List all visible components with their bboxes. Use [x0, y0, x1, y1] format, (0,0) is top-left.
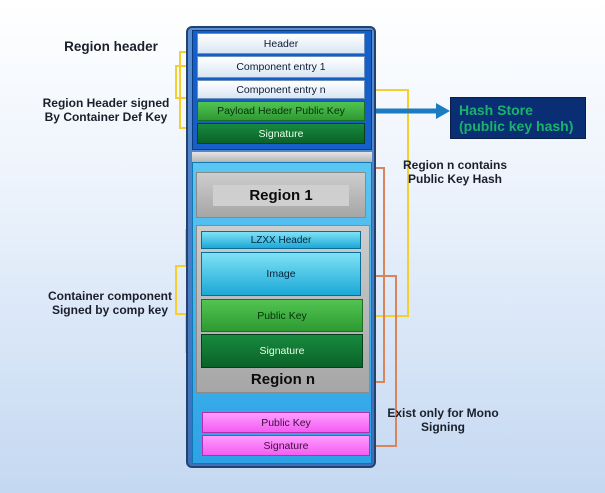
region-n-title: Region n	[250, 371, 316, 388]
mono-public-key-box: Public Key	[202, 412, 370, 433]
region-n-contains-line2: Public Key Hash	[407, 172, 503, 186]
exist-mono-line1: Exist only for Mono	[387, 406, 499, 420]
hash-store-subtitle: (public key hash)	[459, 118, 574, 134]
region-1-box: Region 1	[196, 172, 366, 218]
header-signature-box: Signature	[197, 123, 365, 144]
lzxx-header-box: LZXX Header	[201, 231, 361, 249]
region-n-signature-box: Signature	[201, 334, 363, 368]
region-header-label: Region header	[64, 39, 158, 54]
hash-store-arrowhead	[436, 103, 450, 119]
hash-store-title: Hash Store	[459, 102, 533, 118]
container-component-line2: Signed by comp key	[51, 303, 169, 317]
component-entry-1-box: Component entry 1	[197, 56, 365, 78]
region-n-public-key-box: Public Key	[201, 299, 363, 332]
region-header-signed-line2: By Container Def Key	[44, 110, 168, 124]
region-1-title: Region 1	[213, 184, 349, 206]
component-entry-n-box: Component entry n	[197, 80, 365, 99]
container-component-line1: Container component	[47, 289, 172, 303]
image-box: Image	[201, 252, 361, 296]
region-n-contains-line1: Region n contains	[402, 158, 507, 172]
region-separator	[192, 152, 372, 162]
region-header-signed-line1: Region Header signed	[42, 96, 170, 110]
exist-mono-line2: Signing	[421, 420, 465, 434]
bracket-mono-signing	[368, 275, 397, 447]
exist-mono-label: Exist only for Mono Signing	[378, 406, 508, 434]
region-n-contains-label: Region n contains Public Key Hash	[390, 158, 520, 186]
hash-store-box: Hash Store (public key hash)	[450, 97, 586, 139]
payload-header-public-key-box: Payload Header Public Key	[197, 101, 365, 121]
container-component-label: Container component Signed by comp key	[30, 289, 190, 317]
header-box: Header	[197, 33, 365, 54]
mono-signature-box: Signature	[202, 435, 370, 456]
region-header-signed-label: Region Header signed By Container Def Ke…	[26, 96, 186, 124]
